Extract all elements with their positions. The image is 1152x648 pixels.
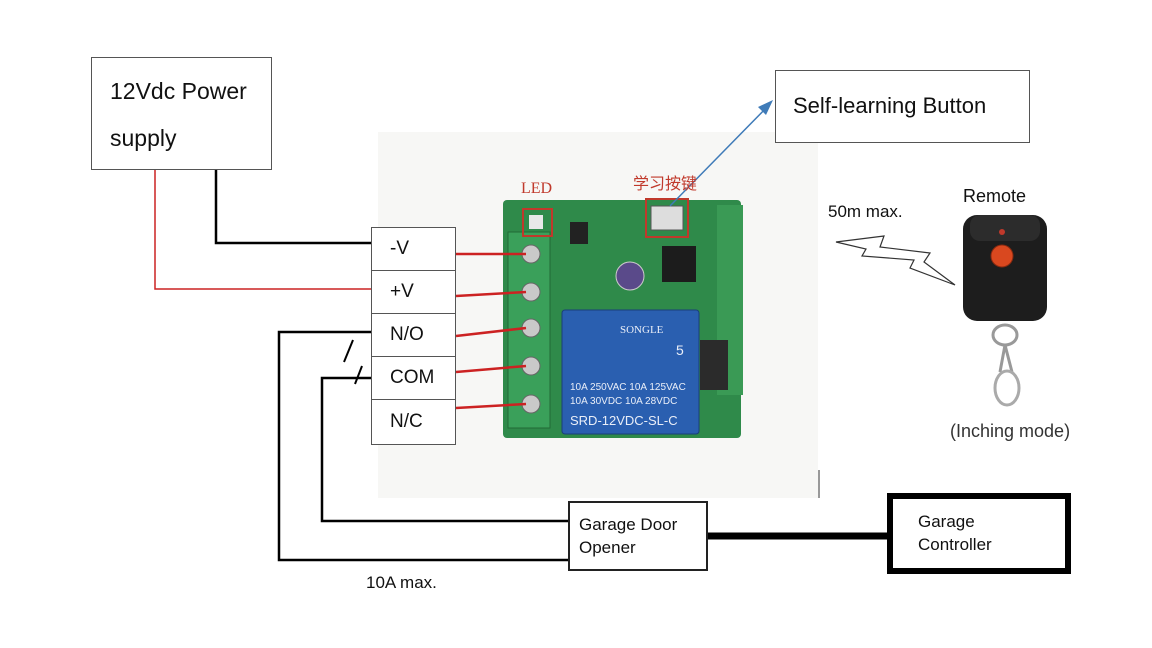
switch-symbol	[343, 339, 354, 363]
terminal-com: COM	[371, 356, 456, 400]
current-max-label: 10A max.	[366, 573, 437, 592]
self-learning-button-component	[650, 205, 684, 231]
remote-keyring	[991, 323, 1019, 347]
no-wire	[277, 330, 568, 562]
chip-component	[662, 246, 696, 282]
self-learning-button-box: Self-learning Button	[775, 70, 1030, 143]
self-learning-arrowhead	[758, 100, 773, 115]
controller-line2: Controller	[918, 535, 992, 554]
leader-line-pos-v	[455, 290, 527, 298]
terminal-neg-v: -V	[371, 227, 456, 271]
remote-title: Remote	[963, 186, 1027, 206]
header-pins	[570, 222, 588, 244]
range-label: 50m max.	[828, 202, 903, 221]
relay-body	[561, 309, 700, 435]
relay-rating-line1: 10A 250VAC 10A 125VAC	[570, 382, 686, 393]
opener-line2: Opener	[579, 538, 636, 557]
terminal-leader-lines	[455, 252, 527, 410]
led-component	[529, 215, 543, 229]
remote-clasp	[993, 369, 1021, 407]
remote-keychain	[998, 344, 1014, 373]
garage-controller-box: Garage Controller	[887, 493, 1071, 574]
leader-line-nc	[455, 402, 527, 410]
leader-line-no	[455, 326, 527, 338]
switch-symbol	[354, 365, 363, 385]
terminal-nc: N/C	[371, 399, 456, 445]
relay-model-label: SRD-12VDC-SL-C	[570, 413, 678, 428]
relay-side-component	[700, 340, 728, 390]
controller-line1: Garage	[918, 512, 975, 531]
power-black-wire	[214, 170, 371, 245]
relay-rating-line2: 10A 30VDC 10A 28VDC	[570, 396, 678, 407]
garage-door-opener-box: Garage Door Opener	[568, 501, 708, 571]
wireless-signal-icon	[835, 235, 956, 286]
self-learning-button-highlight-box	[645, 198, 689, 238]
relay-number-label: 5	[676, 342, 684, 358]
leader-line-com	[455, 364, 527, 374]
remote-indicator	[999, 229, 1005, 235]
relay-brand-label: SONGLE	[620, 324, 664, 336]
remote-fob-icon	[963, 215, 1047, 407]
crystal-component	[615, 261, 645, 291]
self-learning-button-label: Self-learning Button	[793, 93, 987, 118]
led-label: LED	[521, 180, 553, 197]
remote-top	[970, 215, 1040, 241]
remote-button	[990, 244, 1014, 268]
power-supply-box: 12Vdc Power supply	[91, 57, 272, 170]
remote-body	[963, 215, 1047, 321]
power-supply-subtitle: supply	[110, 125, 177, 151]
self-learning-arrow	[669, 103, 771, 207]
self-learning-button-chinese-label: 学习按键	[633, 176, 698, 193]
power-red-wire	[154, 170, 371, 290]
led-highlight-box	[522, 208, 553, 237]
remote-mode-label: (Inching mode)	[950, 421, 1071, 441]
power-supply-title: 12Vdc Power	[110, 78, 247, 104]
terminal-no: N/O	[371, 313, 456, 357]
com-wire	[320, 376, 568, 523]
terminal-pos-v: +V	[371, 270, 456, 314]
opener-line1: Garage Door	[579, 515, 678, 534]
